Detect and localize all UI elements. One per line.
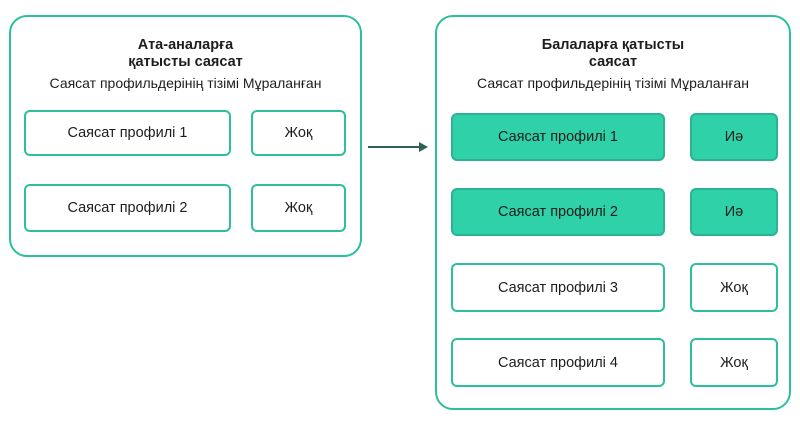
child-profile-2-box: Саясат профилі 2 xyxy=(451,188,665,236)
child-profile-3-label: Саясат профилі 3 xyxy=(497,279,618,296)
child-profile-4-inherited-value: Жоқ xyxy=(720,354,748,371)
child-policy-title-line1: Балаларға қатысты xyxy=(541,37,685,53)
child-profile-2-label: Саясат профилі 2 xyxy=(497,204,618,220)
parent-profile-2-label: Саясат профилі 2 xyxy=(67,200,188,216)
parent-profile-1-inherited-value: Жоқ xyxy=(284,125,313,141)
parent-profile-2-inherited-box: Жоқ xyxy=(251,184,346,232)
inheritance-arrow xyxy=(368,142,428,152)
parent-profile-1-box: Саясат профилі 1 xyxy=(24,110,231,156)
parent-policy-title-line2: қатысты саясат xyxy=(128,54,243,70)
child-profile-1-box: Саясат профилі 1 xyxy=(451,113,665,161)
parent-profile-1-label: Саясат профилі 1 xyxy=(67,125,188,141)
child-profile-1-label: Саясат профилі 1 xyxy=(497,129,618,145)
child-profile-1-inherited-value: Иә xyxy=(724,129,744,145)
child-profile-4-box: Саясат профилі 4 xyxy=(451,338,665,387)
parent-policy-panel: Ата-аналарға қатысты саясат Саясат профи… xyxy=(9,15,362,257)
parent-policy-title-line1: Ата-аналарға xyxy=(137,37,234,53)
parent-profile-2-inherited-value: Жоқ xyxy=(284,200,313,216)
child-profile-4-label: Саясат профилі 4 xyxy=(497,354,618,371)
child-profile-2-inherited-value: Иә xyxy=(724,204,744,220)
parent-profile-2-box: Саясат профилі 2 xyxy=(24,184,231,232)
child-profile-3-inherited-box: Жоқ xyxy=(690,263,778,312)
child-policy-title-line2: саясат xyxy=(588,54,638,70)
parent-policy-subtitle: Саясат профильдерінің тізімі Мұраланған xyxy=(49,75,322,91)
child-profile-3-box: Саясат профилі 3 xyxy=(451,263,665,312)
child-profile-3-inherited-value: Жоқ xyxy=(720,279,748,296)
child-policy-panel: Балаларға қатысты саясат Саясат профильд… xyxy=(435,15,791,410)
child-profile-2-inherited-box: Иә xyxy=(690,188,778,236)
child-policy-subtitle: Саясат профильдерінің тізімі Мұраланған xyxy=(477,75,749,91)
child-profile-4-inherited-box: Жоқ xyxy=(690,338,778,387)
child-profile-1-inherited-box: Иә xyxy=(690,113,778,161)
parent-profile-1-inherited-box: Жоқ xyxy=(251,110,346,156)
